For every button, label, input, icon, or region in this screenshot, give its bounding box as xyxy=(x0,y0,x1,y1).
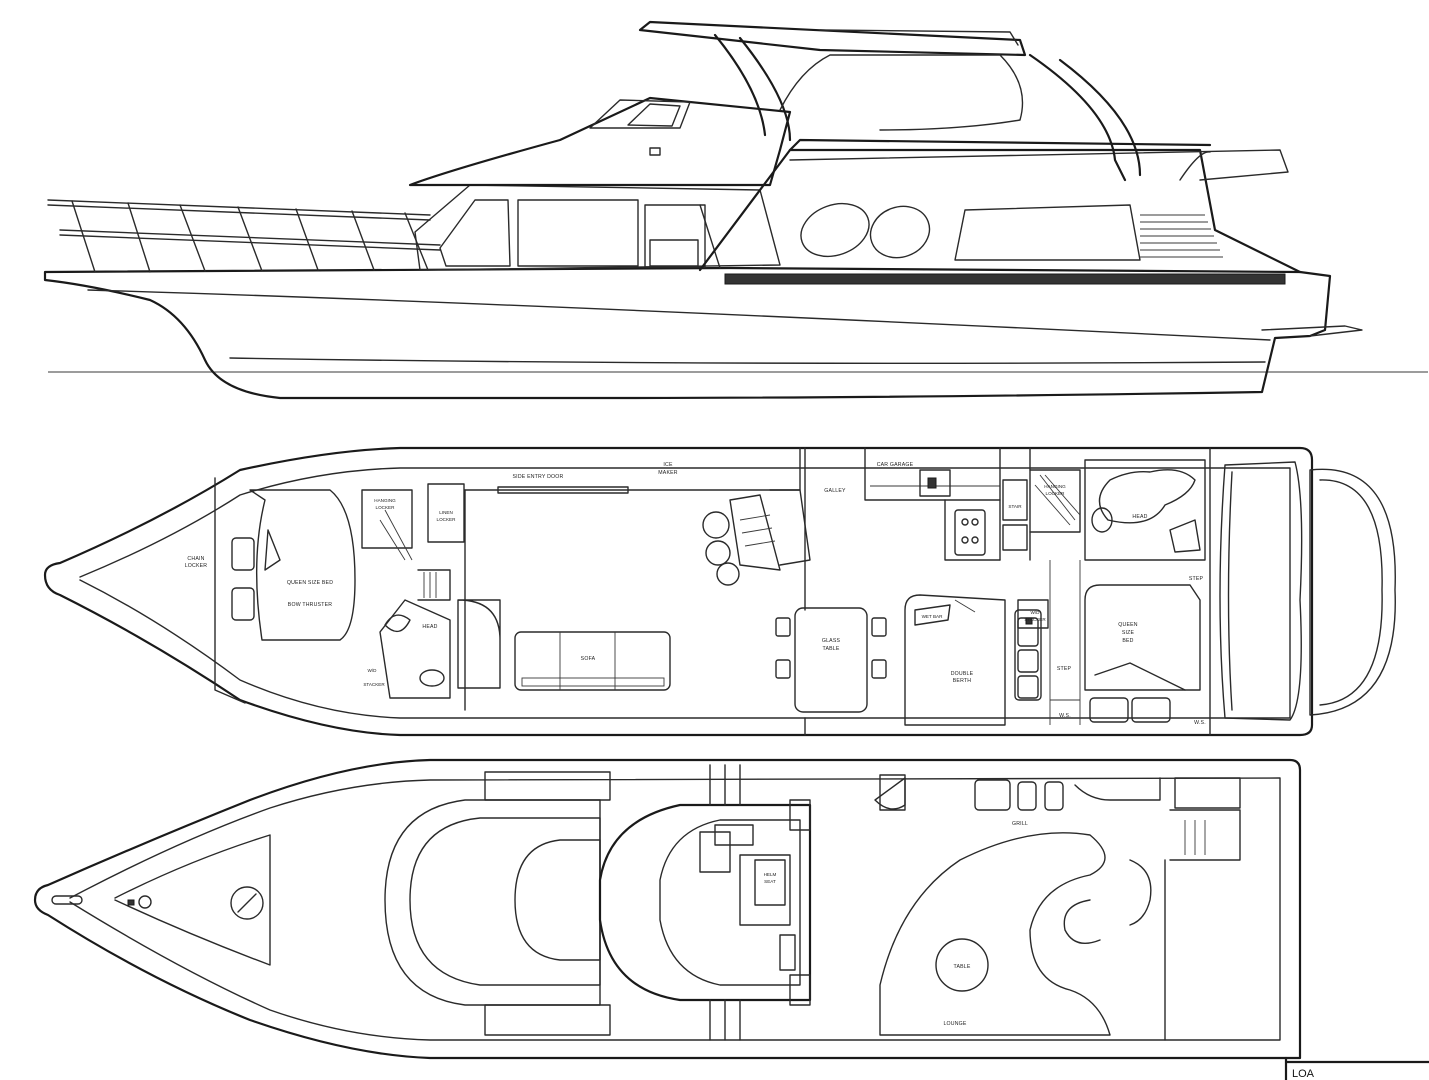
bow-cleat xyxy=(51,895,83,905)
label-stair: STAIR xyxy=(1008,504,1022,509)
label-helm-seat-sub: SEAT xyxy=(764,879,776,884)
label-hanging-locker-aft: HANGING xyxy=(1044,484,1066,489)
label-master-stateroom: DOUBLE xyxy=(951,671,974,677)
label-queen-aft: QUEEN xyxy=(1118,622,1138,628)
label-bow-thruster: BOW THRUSTER xyxy=(288,602,332,608)
lower-deck-plan xyxy=(43,446,1396,737)
fwd-hanging-locker xyxy=(361,489,413,549)
label-grill: GRILL xyxy=(1012,821,1028,827)
label-head-fwd: HEAD xyxy=(422,624,437,630)
bow-railing xyxy=(47,199,441,273)
grill xyxy=(974,779,1011,811)
hull-profile xyxy=(43,266,1332,400)
label-ice-maker: ICE xyxy=(663,462,673,468)
label-chain-locker-sub: LOCKER xyxy=(185,563,208,569)
label-side-entry-door: SIDE ENTRY DOOR xyxy=(513,474,564,480)
lower-hull-outline xyxy=(43,446,1314,737)
profile-view xyxy=(43,20,1428,400)
label-hanging-locker-fwd-sub: LOCKER xyxy=(376,505,396,510)
label-galley-upper: WET BAR xyxy=(922,614,944,619)
cabin-windows xyxy=(414,184,781,271)
sofa xyxy=(514,631,671,691)
label-galley: GALLEY xyxy=(824,488,846,494)
label-queen-bed: QUEEN SIZE BED xyxy=(287,580,333,586)
label-hanging-locker-fwd: HANGING xyxy=(374,498,396,503)
label-queen-aft-sub2: BED xyxy=(1122,638,1133,644)
spray-rail xyxy=(229,357,1266,365)
galley-counter xyxy=(864,447,1001,501)
deck-hatch xyxy=(230,886,264,920)
label-master-stateroom-sub: BERTH xyxy=(953,678,972,684)
salon-chairs xyxy=(702,489,811,586)
label-linen-fwd-sub: LOCKER xyxy=(437,517,457,522)
label-wd-aft: W/D xyxy=(1031,610,1041,615)
label-chain-locker: CHAIN xyxy=(187,556,204,562)
label-step2: STEP xyxy=(1057,666,1072,672)
label-car-garage: CAR GARAGE xyxy=(877,462,914,468)
fwd-nightstand-2 xyxy=(231,587,255,621)
aft-queen-bed xyxy=(1084,584,1201,691)
fwd-head xyxy=(379,599,451,699)
flybridge-plan xyxy=(33,758,1302,1060)
dinette-table xyxy=(794,607,868,713)
fwd-queen-bed xyxy=(249,489,356,641)
label-ws2: W.S. xyxy=(1194,720,1206,726)
swim-platform xyxy=(1261,325,1363,337)
label-sofa: SOFA xyxy=(581,656,596,662)
tender-garage xyxy=(1219,461,1303,721)
vent-louvers xyxy=(1140,214,1223,258)
label-step: STEP xyxy=(1189,576,1204,582)
master-berth xyxy=(904,594,1006,726)
label-helm-seat: HELM xyxy=(764,872,777,877)
helm-seat xyxy=(739,854,791,926)
foredeck-sunpad xyxy=(384,799,601,1006)
loa-marker: LOA xyxy=(1284,1056,1429,1080)
label-dinette-sub: TABLE xyxy=(822,646,839,652)
side-entry-door xyxy=(497,486,629,494)
label-hanging-locker-aft-sub: LOCKER xyxy=(1046,491,1066,496)
label-washer-fwd: W/D xyxy=(368,668,378,673)
label-ws: W.S. xyxy=(1059,713,1071,719)
superstructure xyxy=(408,96,1302,285)
label-head-aft: HEAD xyxy=(1132,514,1147,520)
aft-lounge xyxy=(879,832,1111,1036)
fwd-nightstand xyxy=(231,537,255,571)
label-dinette: GLASS xyxy=(822,638,841,644)
label-queen-aft-sub: SIZE xyxy=(1122,630,1135,636)
label-loa: LOA xyxy=(1292,1068,1315,1080)
hardtop-arch xyxy=(638,20,1211,182)
swim-platform-plan xyxy=(1309,468,1396,716)
chine-line xyxy=(87,289,1271,341)
label-table: TABLE xyxy=(953,964,970,970)
label-lounge: LOUNGE xyxy=(943,1021,966,1027)
label-ice-maker-sub: MAKER xyxy=(658,470,678,476)
labels: SIDE ENTRY DOOR ICE MAKER CHAIN LOCKER H… xyxy=(185,462,1206,1027)
windshield xyxy=(598,803,812,1002)
upper-hull-outline xyxy=(33,758,1302,1060)
windlass xyxy=(138,895,152,909)
aft-table xyxy=(935,938,989,992)
label-linen-fwd: LINEN xyxy=(439,510,453,515)
label-wd-aft-sub: STACKER xyxy=(1024,617,1046,622)
aft-head xyxy=(1084,459,1206,561)
label-washer-fwd-sub: STACKER xyxy=(363,682,385,687)
